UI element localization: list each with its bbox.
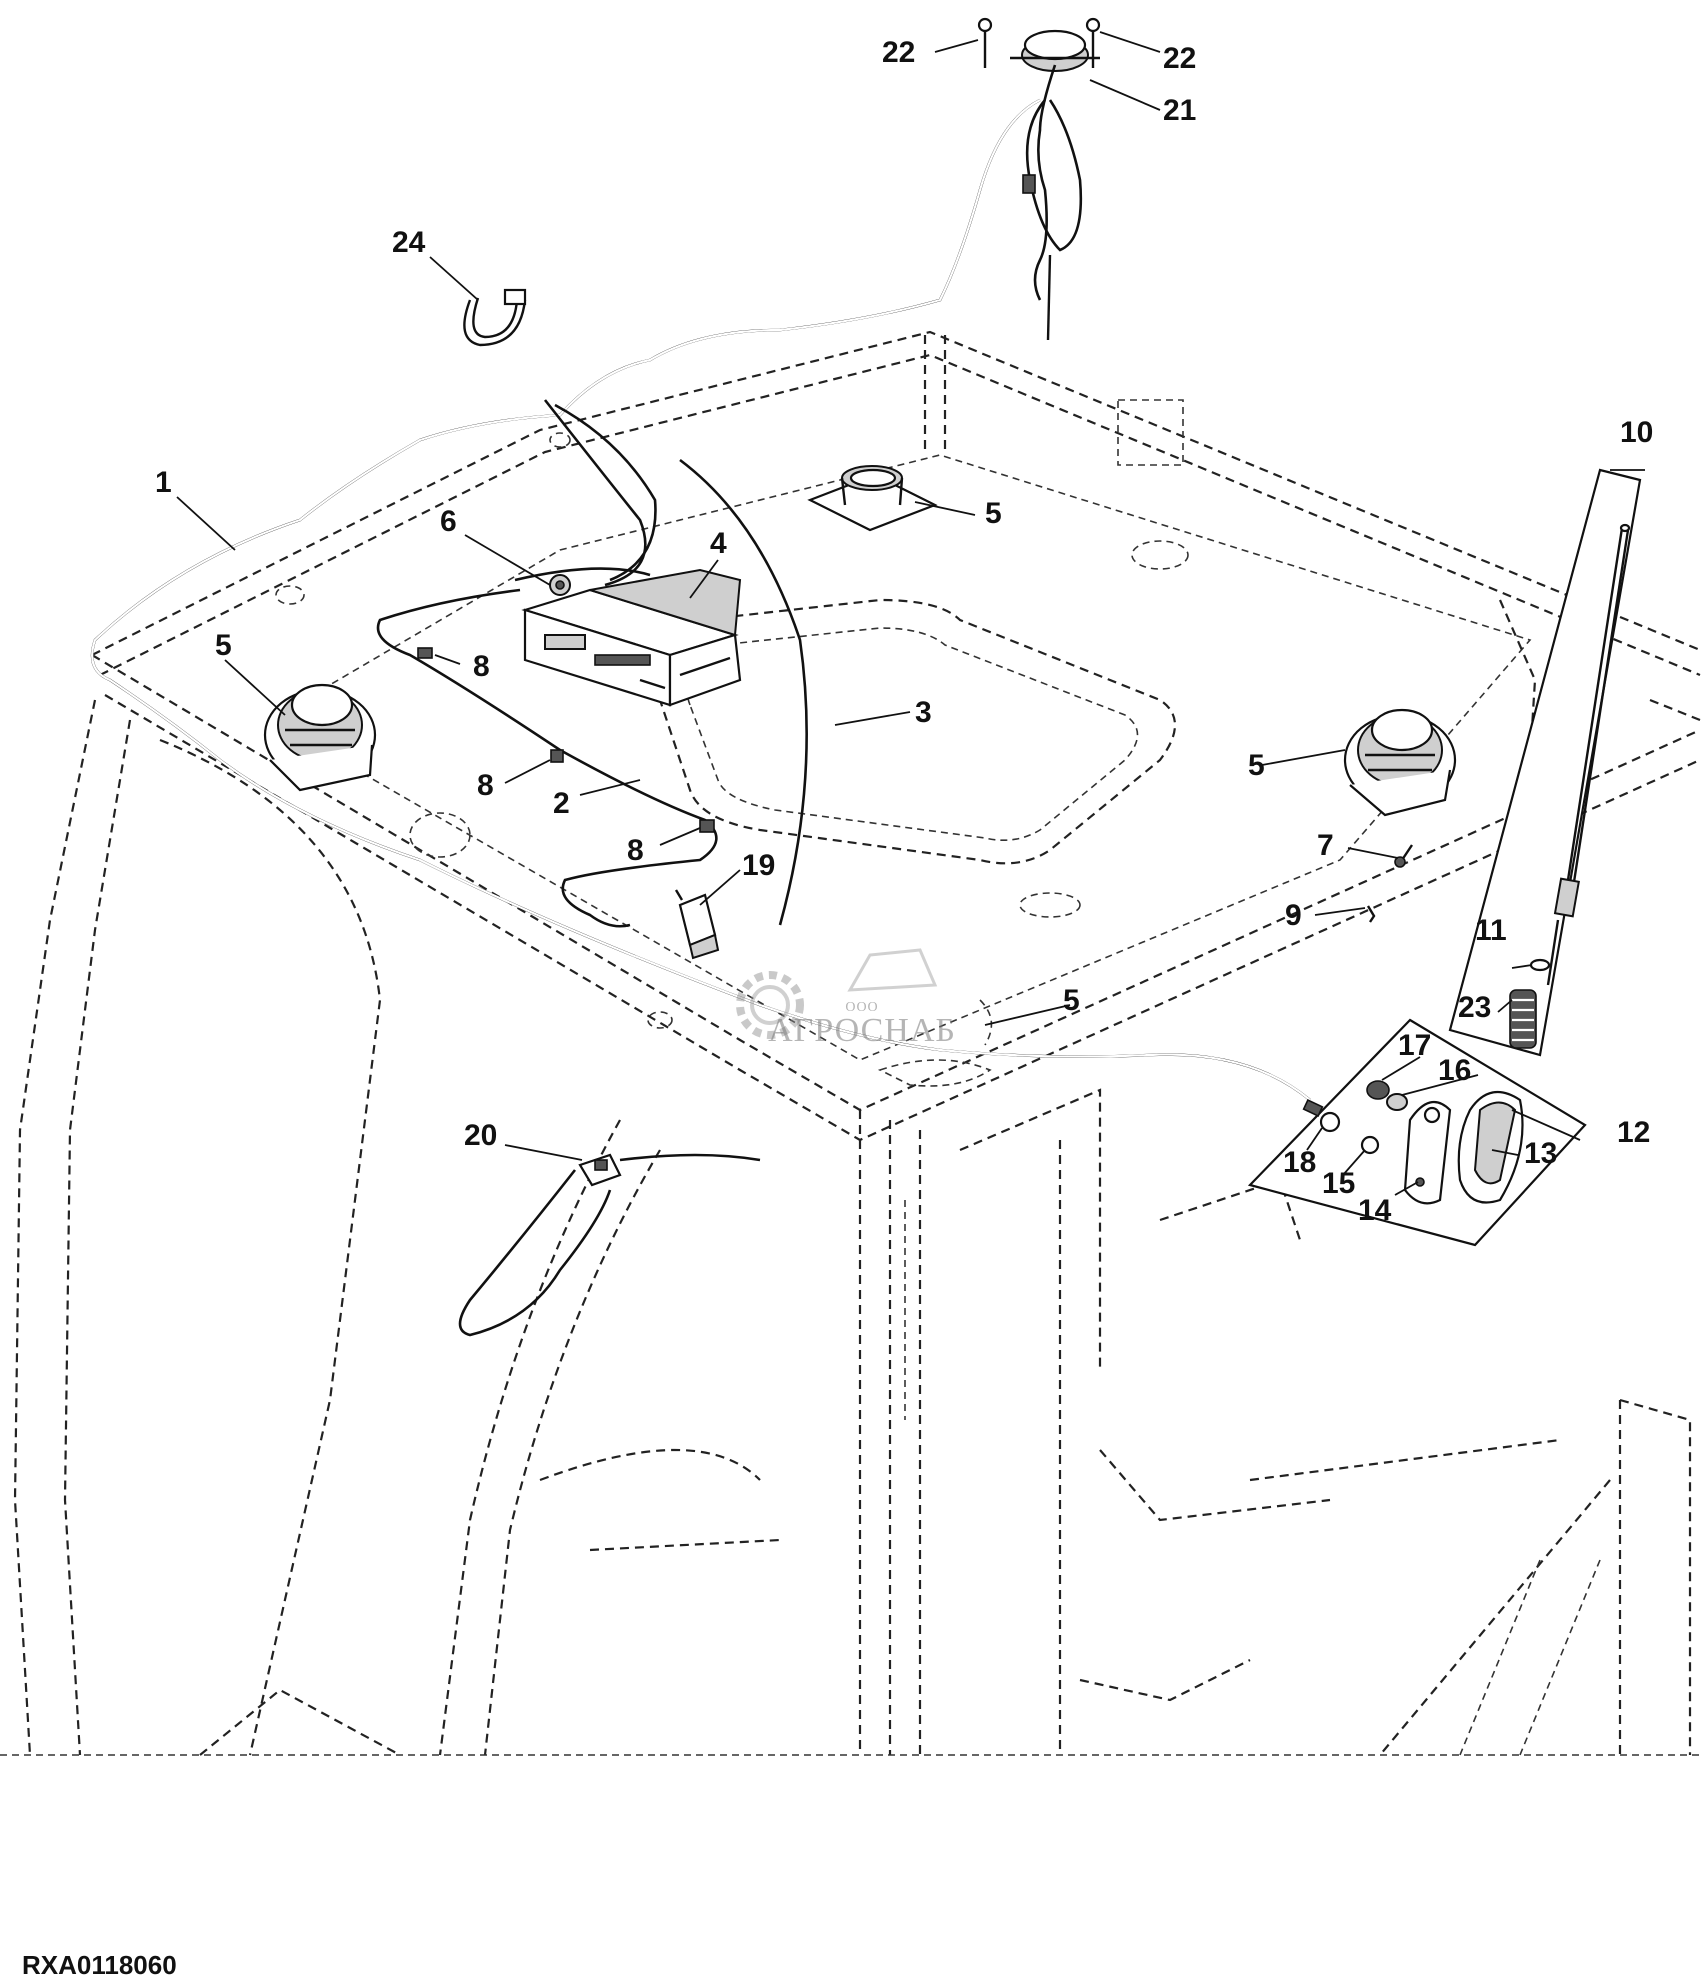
- connector-8-a: [417, 647, 433, 659]
- clip-9: [1366, 905, 1376, 923]
- plug-19: [674, 889, 720, 960]
- speaker-5-front-left: [263, 683, 377, 792]
- connector-8-c: [699, 819, 715, 833]
- harness-20: [458, 1153, 761, 1337]
- callout-22-right: 22: [1163, 42, 1196, 75]
- screw-22-right: [1085, 17, 1101, 68]
- plate-14: [1403, 1100, 1452, 1205]
- callout-7: 7: [1317, 829, 1334, 862]
- callout-18: 18: [1283, 1146, 1316, 1179]
- antenna-inset-panel: [1448, 468, 1642, 1057]
- callout-12: 12: [1617, 1116, 1650, 1149]
- washer-16: [1386, 1093, 1408, 1111]
- antenna-mast-10: [1546, 523, 1631, 986]
- callout-5-right: 5: [1248, 749, 1265, 782]
- callout-21: 21: [1163, 94, 1196, 127]
- speaker-5-right: [1343, 708, 1457, 817]
- connector-20: [578, 1153, 622, 1187]
- watermark-name: АГРОСНАБ: [768, 1012, 956, 1049]
- nut-17: [1366, 1080, 1390, 1100]
- callout-1: 1: [155, 466, 172, 499]
- callout-5-rear-left: 5: [985, 497, 1002, 530]
- callout-17: 17: [1398, 1029, 1431, 1062]
- callout-5-front-left: 5: [215, 629, 232, 662]
- callout-14: 14: [1358, 1194, 1392, 1227]
- nut-18: [1302, 1099, 1341, 1133]
- antenna-base-21: [1010, 29, 1100, 341]
- callout-5-rear-center: 5: [1063, 984, 1080, 1017]
- screw-7: [1394, 844, 1413, 868]
- callout-6: 6: [440, 505, 457, 538]
- cable-strap-24: [463, 288, 527, 347]
- speaker-5-rear-left: [807, 465, 938, 532]
- watermark-logo: [736, 948, 938, 1039]
- callout-23: 23: [1458, 991, 1491, 1024]
- washer-15: [1360, 1135, 1380, 1155]
- screw-22-left: [977, 17, 993, 68]
- cab-frame: [0, 330, 1701, 1756]
- callout-11: 11: [1475, 914, 1507, 947]
- callout-13: 13: [1524, 1137, 1557, 1170]
- connector-8-b: [550, 749, 564, 763]
- leader-lines: [176, 31, 1645, 1196]
- speaker-5-rear-center: [877, 999, 993, 1087]
- nut-6: [549, 574, 571, 596]
- callout-24: 24: [392, 226, 426, 259]
- callout-8-b: 8: [477, 769, 494, 802]
- callout-2: 2: [553, 787, 570, 820]
- callout-10: 10: [1620, 416, 1653, 449]
- callout-8-c: 8: [627, 834, 644, 867]
- callout-8-a: 8: [473, 650, 490, 683]
- callout-22-left: 22: [882, 36, 915, 69]
- mount-bracket-13: [1457, 1090, 1524, 1204]
- washer-11: [1529, 958, 1551, 972]
- callouts: 22 22 21 24 10 1 5 6 4 5 8 3 5 8 2 8 7 1…: [155, 36, 1653, 1227]
- callout-4: 4: [710, 527, 727, 560]
- callout-9: 9: [1285, 899, 1302, 932]
- main-harness-1: [90, 98, 1311, 1101]
- watermark-prefix: ООО: [845, 1000, 879, 1015]
- figure-code: RXA0118060: [22, 1950, 177, 1980]
- radio-4: [521, 568, 742, 707]
- callout-15: 15: [1322, 1167, 1355, 1200]
- callout-3: 3: [915, 696, 932, 729]
- callout-16: 16: [1438, 1054, 1471, 1087]
- spring-23: [1509, 989, 1537, 1049]
- callout-20: 20: [464, 1119, 497, 1152]
- watermark: ООО АГРОСНАБ: [742, 1000, 982, 1050]
- callout-19: 19: [742, 849, 775, 882]
